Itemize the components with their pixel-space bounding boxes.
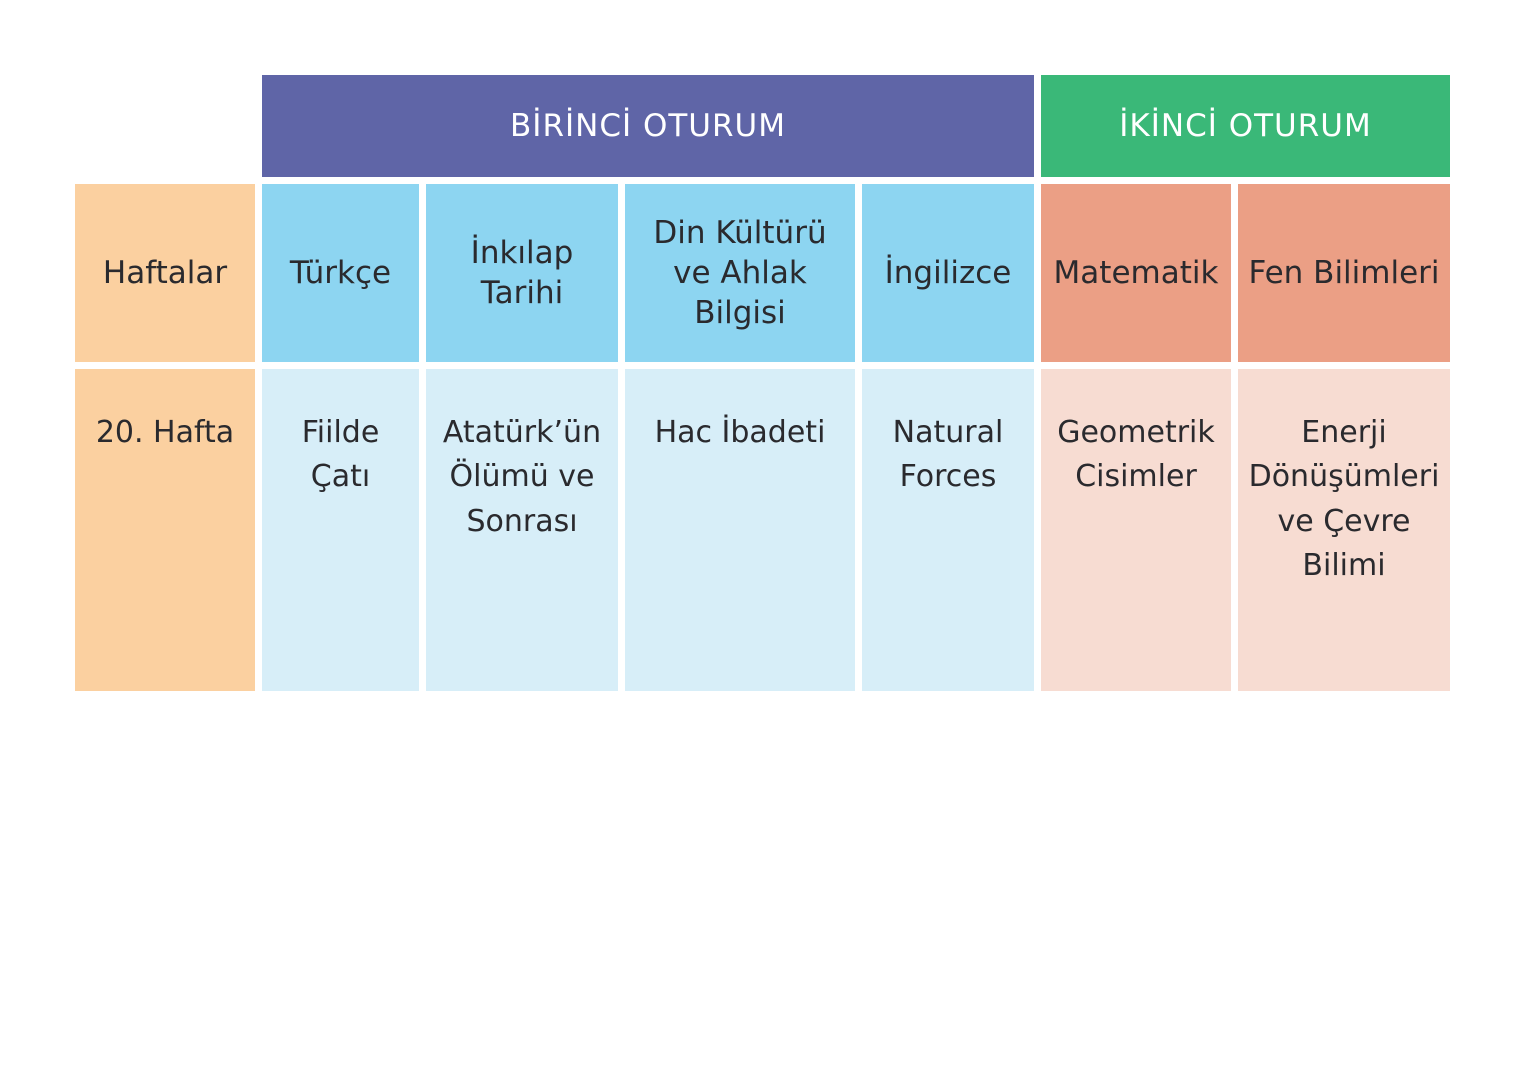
column-header-inkilap-tarihi: İnkılap Tarihi bbox=[426, 184, 618, 362]
column-header-ingilizce: İngilizce bbox=[862, 184, 1034, 362]
column-header-weeks: Haftalar bbox=[75, 184, 255, 362]
corner-spacer bbox=[75, 75, 255, 177]
topic-cell-ingilizce: Natural Forces bbox=[862, 369, 1034, 691]
topic-cell-inkilap-tarihi: Atatürk’ün Ölümü ve Sonrası bbox=[426, 369, 618, 691]
session-header-first: BİRİNCİ OTURUM bbox=[262, 75, 1034, 177]
session-header-second: İKİNCİ OTURUM bbox=[1041, 75, 1450, 177]
topic-cell-matematik: Geometrik Cisimler bbox=[1041, 369, 1231, 691]
topic-cell-fen-bilimleri: Enerji Dönüşümleri ve Çevre Bilimi bbox=[1238, 369, 1450, 691]
column-header-matematik: Matematik bbox=[1041, 184, 1231, 362]
column-header-din-kulturu: Din Kültürü ve Ahlak Bilgisi bbox=[625, 184, 855, 362]
topic-cell-din-kulturu: Hac İbadeti bbox=[625, 369, 855, 691]
week-cell: 20. Hafta bbox=[75, 369, 255, 691]
topic-cell-turkce: Fiilde Çatı bbox=[262, 369, 419, 691]
column-header-turkce: Türkçe bbox=[262, 184, 419, 362]
column-header-fen-bilimleri: Fen Bilimleri bbox=[1238, 184, 1450, 362]
exam-schedule-table: BİRİNCİ OTURUM İKİNCİ OTURUM Haftalar Tü… bbox=[75, 75, 1450, 691]
